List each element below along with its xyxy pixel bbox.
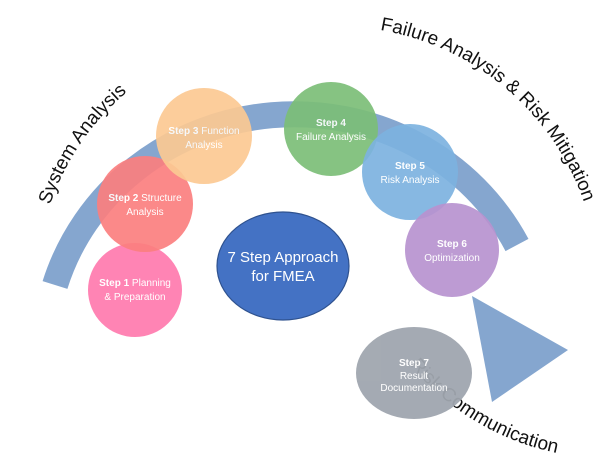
svg-text:Step 2 Structure: Step 2 Structure xyxy=(108,193,182,204)
center-ellipse xyxy=(216,211,350,321)
step-3-number: Step 3 xyxy=(168,126,198,137)
step-5[interactable]: Step 5 Risk Analysis xyxy=(362,124,458,220)
step-6-circle xyxy=(405,203,499,297)
step-5-title: Risk Analysis xyxy=(381,175,440,186)
step-7[interactable]: Step 7 Result Documentation xyxy=(356,327,472,419)
step-7-subtitle: Documentation xyxy=(380,383,447,394)
center-node[interactable]: 7 Step Approach for FMEA xyxy=(216,211,350,321)
step-6-number: Step 6 xyxy=(437,239,467,250)
process-arc xyxy=(42,101,529,289)
step-2-number: Step 2 xyxy=(108,193,138,204)
step-3[interactable]: Step 3 Function Analysis xyxy=(156,88,252,184)
step-4-number: Step 4 xyxy=(316,118,346,129)
center-title-line2: for FMEA xyxy=(251,268,314,285)
svg-text:Step 3 Function: Step 3 Function xyxy=(168,126,239,137)
step-7-number: Step 7 xyxy=(399,358,429,369)
step-5-number: Step 5 xyxy=(395,161,425,172)
step-1-number: Step 1 xyxy=(99,278,129,289)
step-7-circle xyxy=(356,327,472,419)
step-2-subtitle: Analysis xyxy=(126,207,163,218)
step-2[interactable]: Step 2 Structure Analysis xyxy=(97,156,193,252)
step-2-title: Structure xyxy=(138,193,182,204)
step-3-circle xyxy=(156,88,252,184)
step-1-circle xyxy=(88,243,182,337)
arrow-head xyxy=(472,296,568,402)
step-1-subtitle: & Preparation xyxy=(104,292,165,303)
step-2-circle xyxy=(97,156,193,252)
step-7-title: Result xyxy=(400,371,429,382)
step-5-circle xyxy=(362,124,458,220)
step-6[interactable]: Step 6 Optimization xyxy=(405,203,499,297)
step-3-title: Function xyxy=(198,126,239,137)
step-1[interactable]: Step 1 Planning & Preparation xyxy=(88,243,182,337)
step-4[interactable]: Step 4 Failure Analysis xyxy=(284,82,378,176)
step-3-subtitle: Analysis xyxy=(185,140,222,151)
center-title-line1: 7 Step Approach xyxy=(228,249,339,266)
step-4-title: Failure Analysis xyxy=(296,132,366,143)
svg-text:Step 1 Planning: Step 1 Planning xyxy=(99,278,171,289)
step-4-circle xyxy=(284,82,378,176)
step-1-title: Planning xyxy=(129,278,171,289)
step-6-title: Optimization xyxy=(424,253,480,264)
